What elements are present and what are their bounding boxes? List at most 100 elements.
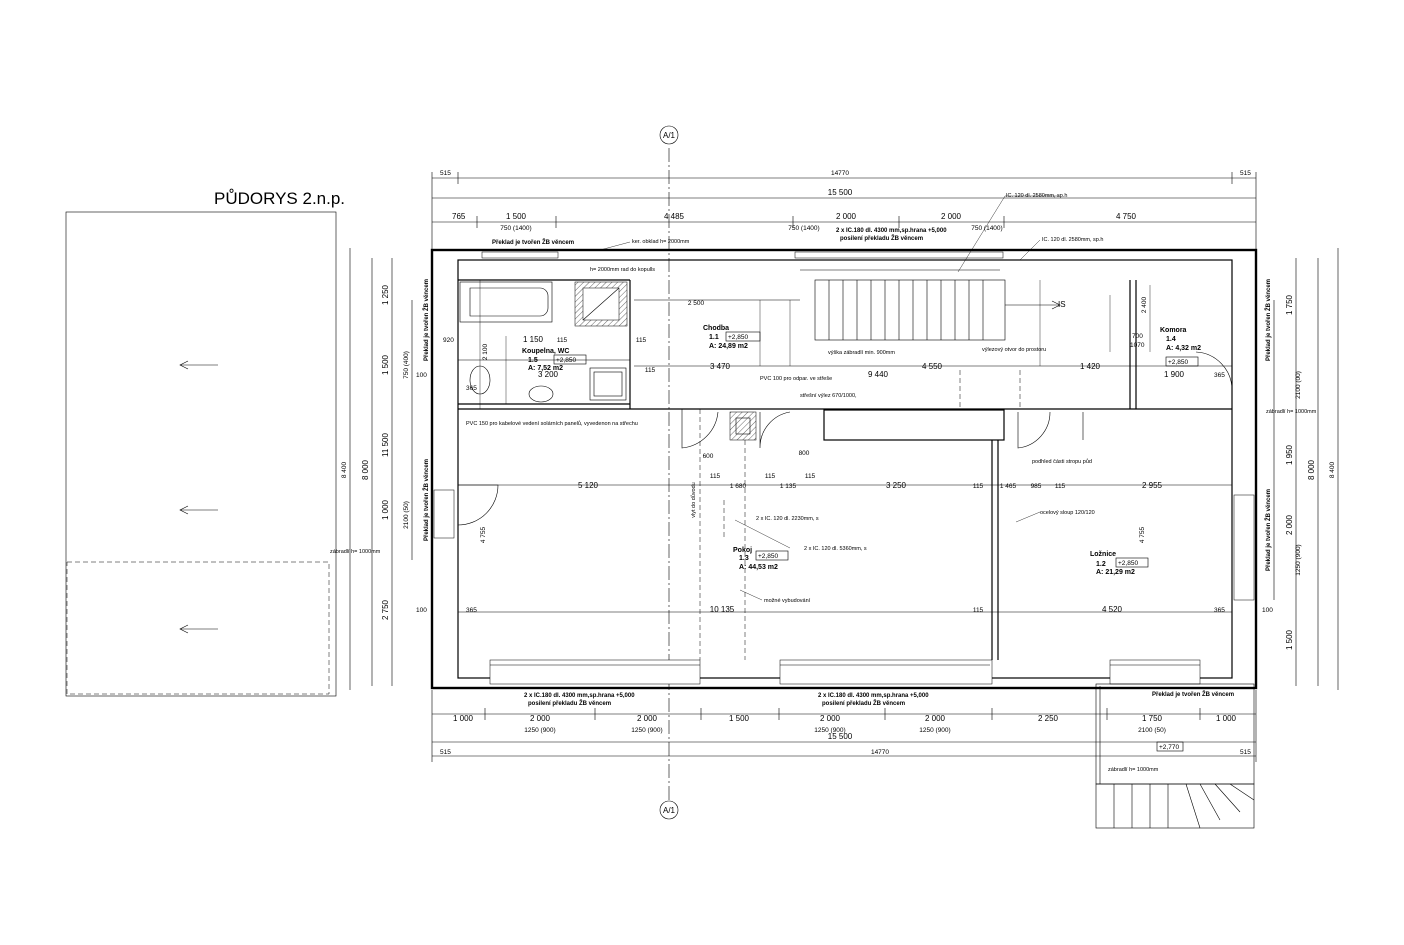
- note-zabradli-b: zábradlí h= 1000mm: [330, 549, 381, 555]
- dim-top-r1-c: 515: [1240, 170, 1251, 177]
- dim-left-e: 2 750: [381, 599, 390, 620]
- dim-1420: 1 420: [1080, 362, 1101, 371]
- dim-100-b: 100: [1262, 607, 1273, 614]
- dim-4550: 4 550: [922, 362, 943, 371]
- dim-top-r3-e: 2 000: [941, 212, 962, 221]
- axis-label-bottom: A/1: [663, 806, 676, 815]
- dim-115-b: 115: [636, 337, 647, 344]
- dim-bot-sub-b: 1250 (900): [631, 727, 662, 734]
- dim-chains-top: 515 14770 515 15 500 765 1 500 4 485 2 0…: [431, 170, 1257, 250]
- dim-bot-r3-a: 515: [440, 749, 451, 756]
- dim-right-d: 1 500: [1285, 629, 1294, 650]
- note-vybudovani: možné vybudování: [764, 598, 811, 604]
- doors: [457, 351, 1233, 526]
- dim-right-e: 2100 (00): [1295, 371, 1302, 399]
- dim-115-g: 115: [973, 483, 984, 490]
- svg-text:1.5: 1.5: [528, 357, 538, 364]
- inner-dims: 2 500 3 470 9 440 4 550 1 420 1 900 3 20…: [416, 296, 1273, 614]
- dim-115-d: 115: [710, 473, 721, 480]
- dim-top-r2: 15 500: [828, 188, 853, 197]
- dim-top-r3-d: 2 000: [836, 212, 857, 221]
- dim-right-c: 2 000: [1285, 514, 1294, 535]
- room-labels: Chodba 1.1 +2,850 A: 24,89 m2 Koupelna, …: [522, 325, 1201, 576]
- lintel-bottom-left-sub: posilení překladu ŽB věncem: [528, 699, 611, 707]
- dim-top-sub-b: 750 (1400): [788, 225, 819, 232]
- dim-600: 600: [703, 453, 714, 460]
- dim-left-mid: 8 000: [361, 459, 370, 480]
- dim-chains-left: 8 400 8 000 1 250 1 500 11 500 1 000 2 7…: [341, 248, 413, 690]
- svg-text:+2,850: +2,850: [758, 553, 778, 560]
- dim-9440: 9 440: [868, 370, 889, 379]
- dim-365-a: 365: [466, 385, 477, 392]
- svg-text:+2,850: +2,850: [556, 357, 576, 364]
- dim-bot-h: 1 750: [1142, 714, 1163, 723]
- exterior-stair: [1095, 783, 1255, 829]
- dim-3250: 3 250: [886, 481, 907, 490]
- dim-100-c: 100: [416, 372, 427, 379]
- dim-100-a: 100: [416, 607, 427, 614]
- lintel-bottom-right: Překlad je tvořen ŽB věncem: [1152, 690, 1234, 698]
- dim-5120: 5 120: [578, 481, 599, 490]
- room-pokoj: Pokoj 1.3 +2,850 A: 44,53 m2: [733, 547, 789, 571]
- dim-bot-r3-c: 515: [1240, 749, 1251, 756]
- annotations: IC. 120 dl. 2580mm, sp.h IC. 120 dl. 258…: [330, 193, 1317, 773]
- bathroom-fixtures: [459, 281, 628, 403]
- dim-bot-f: 2 000: [925, 714, 946, 723]
- dim-chains-bottom: 1 000 2 000 2 000 1 500 2 000 2 000 2 25…: [431, 690, 1257, 762]
- dim-bot-r3-b: 14770: [871, 749, 889, 756]
- dim-left-g: 2100 (50): [403, 501, 410, 529]
- dim-115-e: 115: [765, 473, 776, 480]
- dim-right-outer: 8 400: [1329, 461, 1336, 478]
- dim-right-b: 1 950: [1285, 444, 1294, 465]
- dim-bot-b: 2 000: [530, 714, 551, 723]
- note-is: IS: [1058, 300, 1066, 309]
- note-2xic-a: 2 x IC. 120 dl. 2230mm, s: [756, 516, 819, 522]
- note-pvc100: PVC 100 pro odpar. ve střeše: [760, 376, 832, 382]
- axis-label-top: A/1: [663, 131, 676, 140]
- dim-chains-right: 8 400 8 000 1 750 1 950 2 000 1 500 2100…: [1273, 248, 1339, 690]
- dim-700: 700: [1132, 333, 1143, 340]
- dim-left-f: 750 (400): [403, 351, 410, 379]
- dim-3200: 3 200: [538, 370, 559, 379]
- lintel-top-left: Překlad je tvořen ŽB věncem: [492, 238, 574, 246]
- dim-1465: 1 465: [1000, 483, 1017, 490]
- dim-920: 920: [443, 337, 454, 344]
- lintel-side-left-b: Překlad je tvořen ŽB věncem: [422, 459, 430, 541]
- dim-365-d: 365: [1214, 372, 1225, 379]
- svg-text:A: 44,53 m2: A: 44,53 m2: [739, 564, 778, 571]
- dim-2100: 2 100: [482, 343, 489, 360]
- lintel-side-right-b: Překlad je tvořen ŽB věncem: [1264, 489, 1272, 571]
- note-zabradli-stair: výška zábradlí min. 900mm: [828, 350, 895, 356]
- lintel-labels: 2 x IC.180 dl. 4300 mm,sp.hrana +5,000 p…: [422, 228, 1272, 707]
- axis-a1: A/1 A/1: [659, 125, 679, 820]
- svg-text:1.4: 1.4: [1166, 336, 1176, 343]
- dim-left-outer: 8 400: [341, 461, 348, 478]
- note-sloup: ocelový sloup 120/120: [1040, 510, 1095, 516]
- dim-top-r3-f: 4 750: [1116, 212, 1137, 221]
- dim-top-sub-c: 750 (1400): [971, 225, 1002, 232]
- dim-top-sub-a: 750 (1400): [500, 225, 531, 232]
- dim-2500: 2 500: [688, 300, 705, 307]
- dim-bot-d: 1 500: [729, 714, 750, 723]
- note-kopulls: h= 2000mm rad do kopulls: [590, 267, 655, 273]
- dim-right-a: 1 750: [1285, 294, 1294, 315]
- dim-right-f: 1250 (900): [1295, 544, 1302, 575]
- dim-bot-r2: 15 500: [828, 732, 853, 741]
- dim-top-r3-b: 1 500: [506, 212, 527, 221]
- svg-text:1.2: 1.2: [1096, 561, 1106, 568]
- dim-bot-a: 1 000: [453, 714, 474, 723]
- dim-115-f: 115: [805, 473, 816, 480]
- svg-text:+2,850: +2,850: [1118, 560, 1138, 567]
- lintel-bottom-mid: 2 x IC.180 dl. 4300 mm,sp.hrana +5,000: [818, 693, 929, 699]
- staircase: [814, 279, 1061, 341]
- dim-4520: 4 520: [1102, 605, 1123, 614]
- dim-2955: 2 955: [1142, 481, 1163, 490]
- note-pvc150: PVC 150 pro kabelové vedení solárních pa…: [466, 420, 638, 427]
- dim-bot-sub-d: 1250 (900): [919, 727, 950, 734]
- lintel-bottom-mid-sub: posilení překladu ŽB věncem: [822, 699, 905, 707]
- dim-bot-i: 1 000: [1216, 714, 1237, 723]
- svg-text:+2,850: +2,850: [1168, 359, 1188, 366]
- dim-115-c: 115: [645, 367, 656, 374]
- note-2xic-b: 2 x IC. 120 dl. 5360mm, s: [804, 546, 867, 552]
- dim-800: 800: [799, 450, 810, 457]
